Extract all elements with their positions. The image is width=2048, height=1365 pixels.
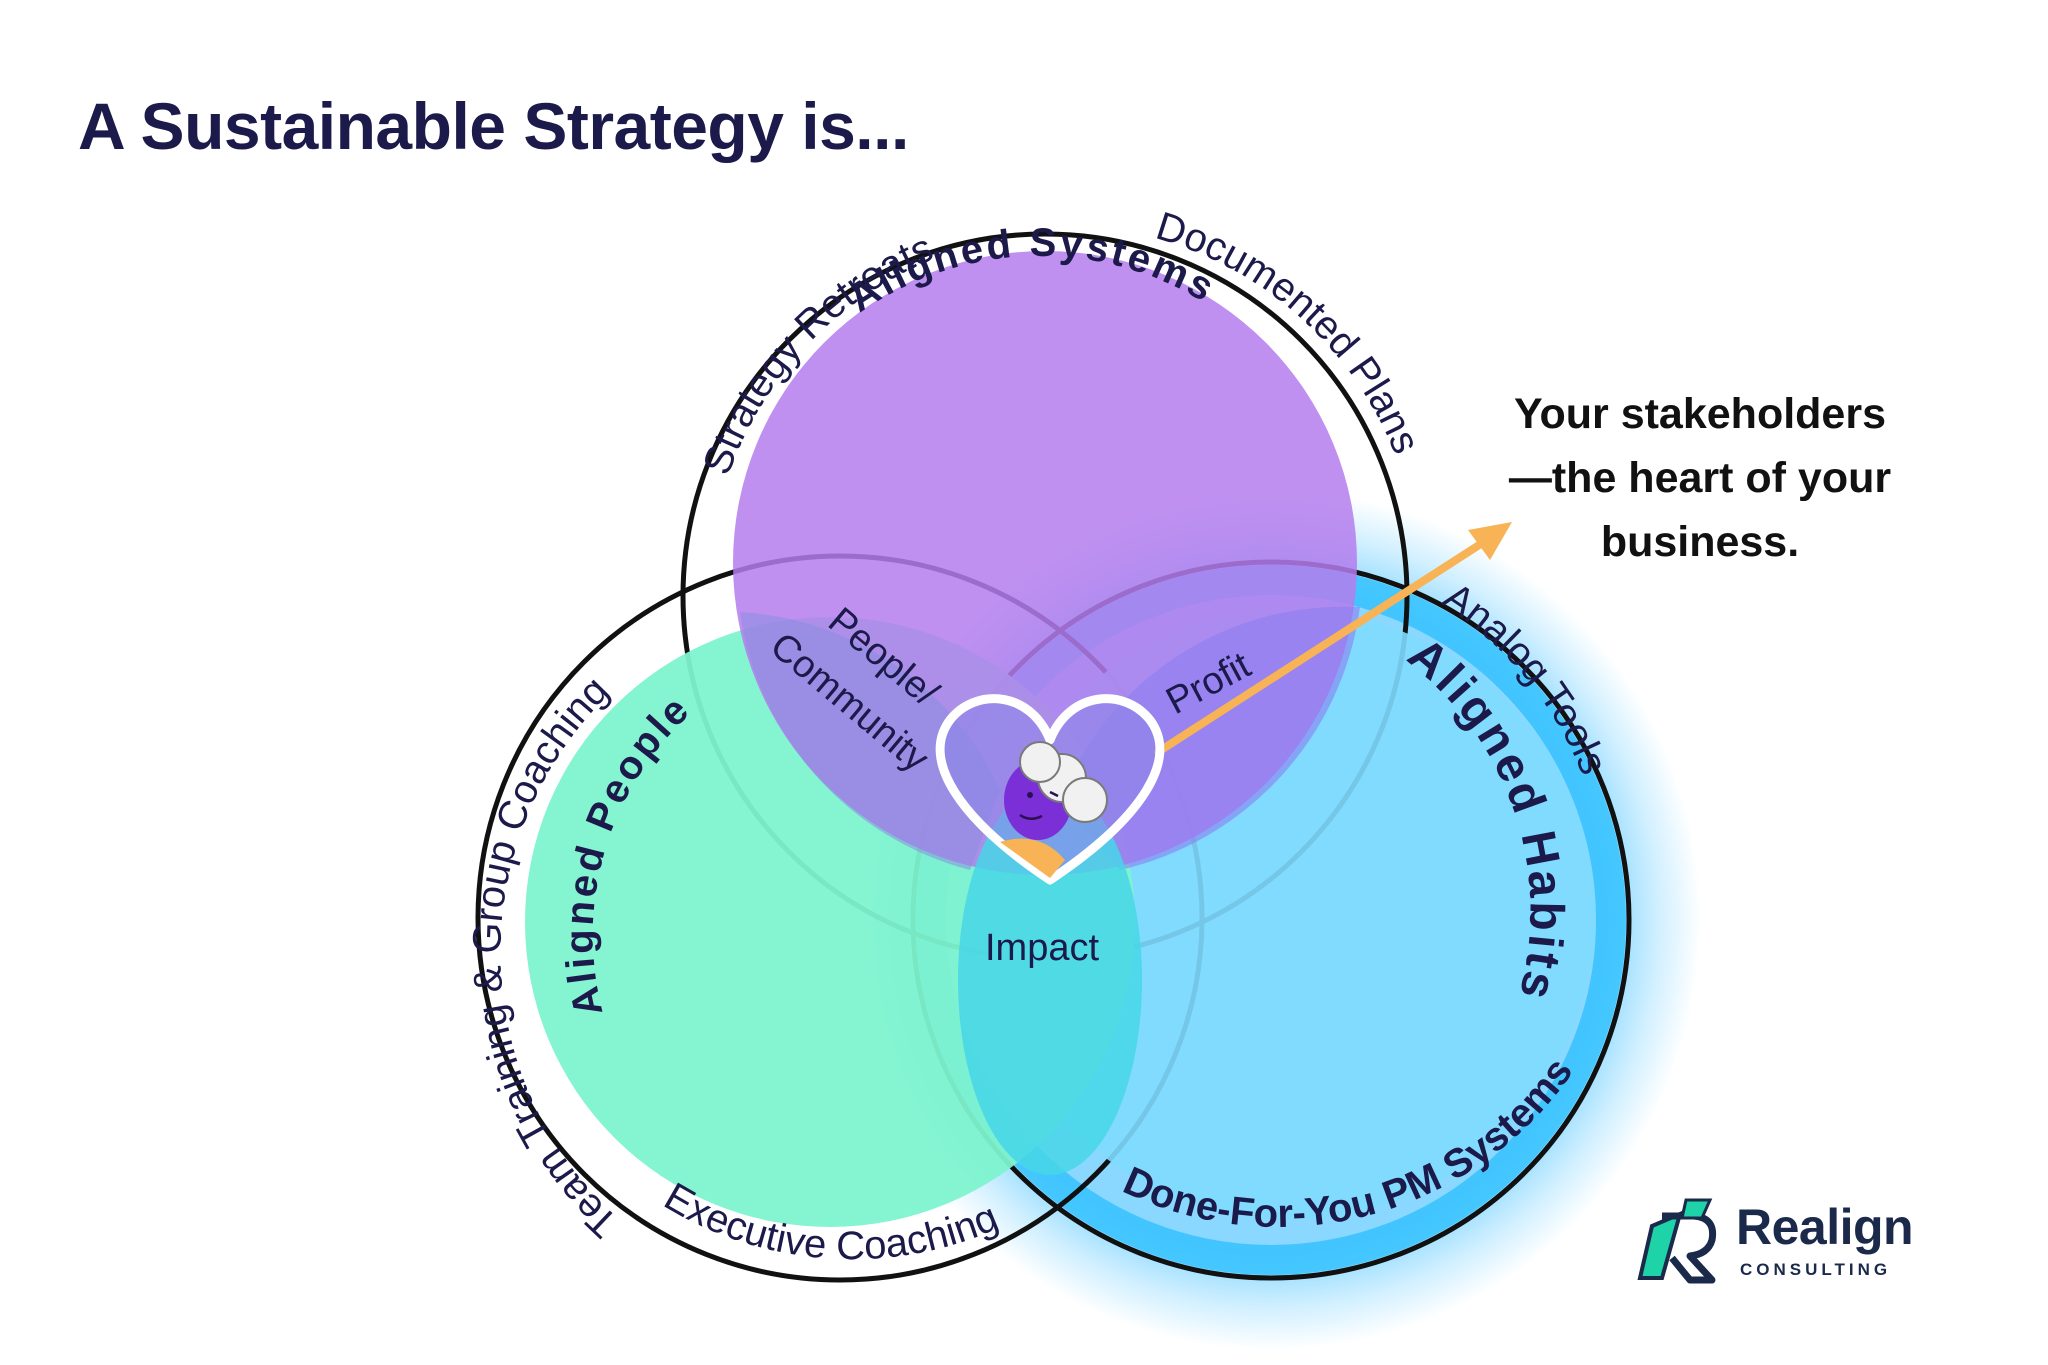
logo-subtitle: CONSULTING	[1740, 1260, 1892, 1279]
realign-logo-mark-icon	[1637, 1198, 1717, 1284]
callout-line-3: business.	[1600, 518, 1800, 566]
logo-wordmark: Realign	[1736, 1199, 1914, 1255]
stakeholder-avatar-icon	[1000, 741, 1108, 878]
overlap-people-habits	[958, 785, 1142, 1175]
page-title: A Sustainable Strategy is...	[78, 89, 909, 163]
label-impact: Impact	[985, 927, 1099, 969]
callout-line-1: Your stakeholders	[1514, 390, 1886, 438]
callout-arrow-line	[1154, 534, 1494, 756]
callout-text: Your stakeholders —the heart of your bus…	[1470, 382, 1930, 574]
callout-line-2: —the heart of your	[1508, 454, 1892, 502]
realign-logo: Realign CONSULTING	[1632, 1196, 1922, 1291]
overlap-people-systems	[740, 612, 1000, 870]
callout-arrow-head	[1468, 522, 1512, 560]
